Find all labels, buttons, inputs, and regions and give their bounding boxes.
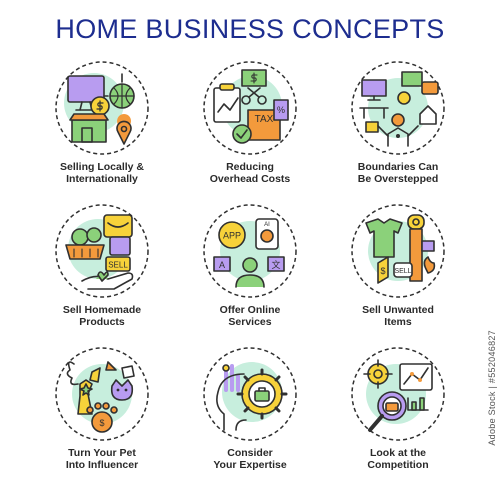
stock-watermark: Adobe Stock | #552046827 [487,330,497,446]
svg-text:$: $ [99,418,104,428]
pet-influencer-icon: $ [55,347,149,441]
unwanted-items-icon: $ SELL [351,204,445,298]
concept-selling-locally: Selling Locally &Internationally [28,58,176,201]
concept-grid: Selling Locally &Internationally TAX % R… [28,58,472,488]
concept-label: Selling Locally &Internationally [59,161,145,185]
online-services-icon: APP AI A 文 [203,204,297,298]
globe-store-icon [55,61,149,155]
svg-text:$: $ [380,266,385,276]
svg-text:SELL: SELL [108,261,128,270]
work-life-icon [351,61,445,155]
head-gear-icon [203,347,297,441]
svg-text:A: A [219,260,225,270]
svg-text:AI: AI [264,222,270,228]
svg-text:SELL: SELL [394,268,411,275]
magnifier-chart-icon [351,347,445,441]
svg-text:TAX: TAX [255,114,274,125]
page-title: HOME BUSINESS CONCEPTS [55,14,445,44]
svg-text:文: 文 [271,259,280,270]
produce-hand-icon: SELL [55,204,149,298]
svg-text:%: % [277,105,285,115]
svg-text:APP: APP [223,231,241,241]
scissors-tax-icon: TAX % [203,61,297,155]
